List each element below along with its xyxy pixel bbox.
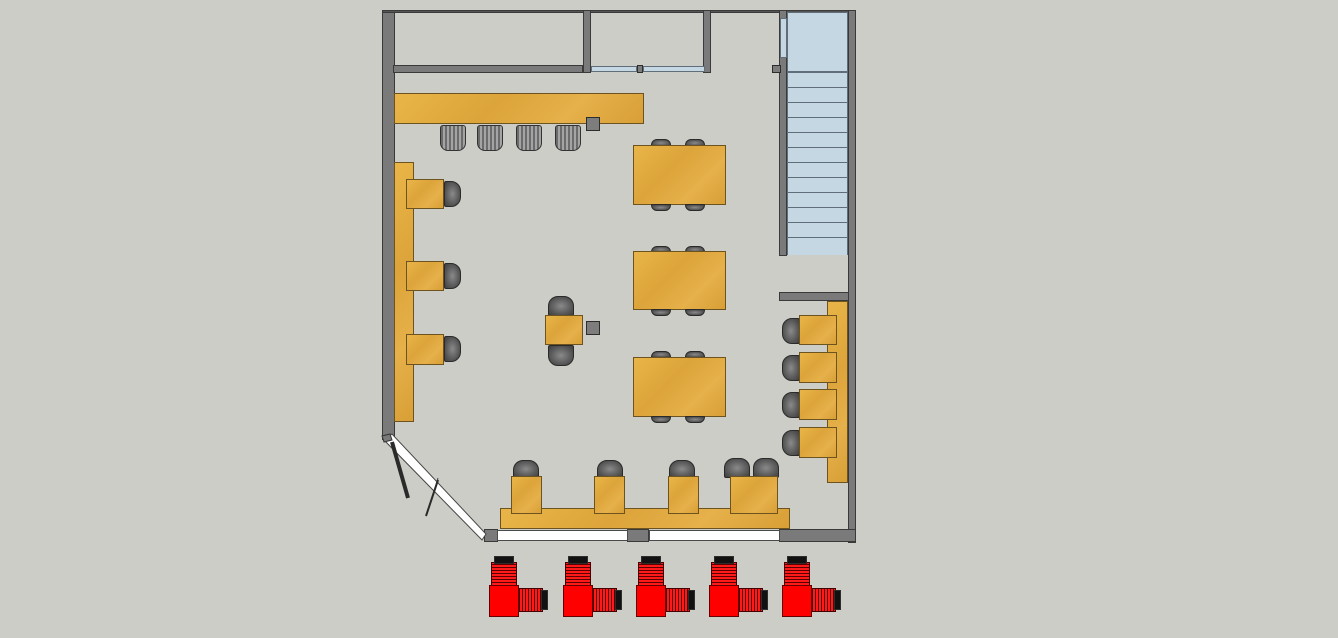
staircase: [787, 72, 848, 255]
bottom-booth-chair: [724, 458, 750, 478]
right-partition: [779, 292, 849, 301]
outdoor-unit-cap: [761, 590, 768, 610]
right-booth-table: [799, 352, 837, 383]
right-booth-chair: [782, 318, 800, 344]
bar-counter: [394, 93, 644, 124]
stair-step: [788, 148, 847, 163]
window-mullion: [637, 65, 643, 73]
back-room-divider-2: [703, 10, 711, 73]
outdoor-unit-cap: [568, 556, 588, 564]
stair-newel-post: [772, 65, 781, 73]
bottom-booth-table: [668, 476, 699, 514]
bottom-booth-table: [594, 476, 625, 514]
back-room-wall: [393, 65, 583, 73]
dining-chair: [685, 416, 705, 423]
dining-table: [633, 145, 726, 205]
outdoor-unit-coil: [666, 588, 690, 612]
right-booth-chair: [782, 430, 800, 456]
left-booth-chair: [444, 336, 461, 362]
bar-stool: [555, 125, 581, 151]
bottom-booth-table: [730, 476, 778, 514]
outdoor-unit-base: [489, 585, 519, 617]
wall-bottom-mid: [627, 529, 649, 542]
back-room-window-2: [643, 66, 705, 72]
entry-door: [381, 433, 487, 541]
bottom-booth-chair: [753, 458, 779, 478]
right-booth-table: [799, 427, 837, 458]
stair-landing: [787, 12, 848, 72]
outdoor-unit-cap: [714, 556, 734, 564]
outdoor-unit-coil: [638, 562, 664, 586]
back-room-window-1: [591, 66, 637, 72]
wall-right: [848, 10, 856, 543]
stair-step: [788, 208, 847, 223]
bar-stool: [440, 125, 466, 151]
back-room-divider-1: [583, 10, 591, 73]
dining-chair: [651, 309, 671, 316]
door-leaf: [390, 441, 410, 499]
stair-step: [788, 73, 847, 88]
left-booth-table: [406, 179, 444, 209]
outdoor-unit-cap: [834, 590, 841, 610]
outdoor-unit-cap: [615, 590, 622, 610]
stair-step: [788, 118, 847, 133]
bottom-bench: [500, 508, 790, 529]
outdoor-unit-coil: [491, 562, 517, 586]
dining-chair: [651, 416, 671, 423]
left-booth-table: [406, 334, 444, 365]
outdoor-unit-coil: [711, 562, 737, 586]
left-booth-chair: [444, 263, 461, 289]
dining-table: [633, 357, 726, 417]
bar-register: [586, 117, 600, 131]
small-table-chair: [548, 296, 574, 316]
outdoor-unit-cap: [688, 590, 695, 610]
outdoor-unit-coil: [565, 562, 591, 586]
outdoor-unit-cap: [641, 556, 661, 564]
outdoor-unit-cap: [541, 590, 548, 610]
bar-stool: [477, 125, 503, 151]
dining-table: [633, 251, 726, 310]
window-bottom-right: [649, 530, 780, 541]
dining-chair: [685, 204, 705, 211]
outdoor-unit-coil: [784, 562, 810, 586]
right-booth-chair: [782, 355, 800, 381]
bottom-booth-table: [511, 476, 542, 514]
stair-step: [788, 88, 847, 103]
right-booth-chair: [782, 392, 800, 418]
dining-chair: [651, 204, 671, 211]
outdoor-unit-coil: [519, 588, 543, 612]
dining-chair: [685, 309, 705, 316]
outdoor-unit-coil: [593, 588, 617, 612]
entry-wall-corner: [381, 433, 393, 443]
stair-step: [788, 178, 847, 193]
door-leaf: [425, 479, 439, 517]
window-bottom-left: [497, 530, 628, 541]
outdoor-unit-cap: [787, 556, 807, 564]
right-booth-table: [799, 315, 837, 345]
stair-step: [788, 103, 847, 118]
left-booth-chair: [444, 181, 461, 207]
stair-landing-left: [780, 18, 787, 58]
right-booth-table: [799, 389, 837, 420]
stair-step: [788, 223, 847, 238]
small-table: [545, 315, 583, 345]
stair-step: [788, 133, 847, 148]
stair-step: [788, 238, 847, 255]
small-table-chair: [548, 345, 574, 366]
outdoor-unit-base: [563, 585, 593, 617]
left-booth-table: [406, 261, 444, 291]
stair-wall: [779, 10, 787, 256]
small-table-stand: [586, 321, 600, 335]
outdoor-unit-base: [709, 585, 739, 617]
outdoor-unit-coil: [812, 588, 836, 612]
outdoor-unit-cap: [494, 556, 514, 564]
wall-bottom-right: [779, 529, 856, 542]
outdoor-unit-base: [636, 585, 666, 617]
stair-step: [788, 193, 847, 208]
bar-stool: [516, 125, 542, 151]
outdoor-unit-coil: [739, 588, 763, 612]
stair-step: [788, 163, 847, 178]
outdoor-unit-base: [782, 585, 812, 617]
